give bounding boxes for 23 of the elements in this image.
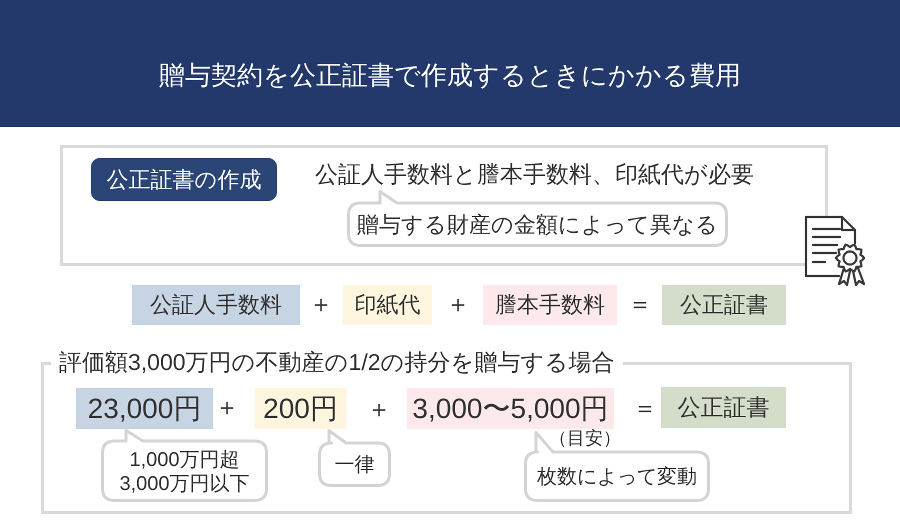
info-panel bbox=[60, 145, 828, 266]
math-operator: ＋ bbox=[367, 398, 391, 422]
panel-heading: 評価額3,000万円の不動産の1/2の持分を贈与する場合 bbox=[51, 348, 623, 377]
speech-bubble: 1,000万円超3,000万円以下 bbox=[101, 429, 268, 502]
math-operator: ＋ bbox=[446, 293, 470, 317]
math-operator: ＝ bbox=[633, 397, 657, 421]
fee-term: 謄本手数料 bbox=[483, 285, 617, 325]
fee-term: 公証人手数料 bbox=[132, 285, 300, 325]
fee-amount: 200円 bbox=[255, 388, 346, 429]
math-operator: ＋ bbox=[309, 293, 333, 317]
total-term: 公正証書 bbox=[661, 387, 786, 428]
total-term: 公正証書 bbox=[662, 285, 786, 325]
math-operator: ＝ bbox=[628, 293, 652, 317]
note-text: （目安） bbox=[549, 429, 621, 447]
math-operator: ＋ bbox=[215, 396, 239, 420]
fee-amount: 23,000円 bbox=[76, 388, 213, 429]
title: 贈与契約を公正証書で作成するときにかかる費用 bbox=[158, 59, 742, 92]
speech-bubble: 贈与する財産の金額によって異なる bbox=[347, 190, 728, 247]
fee-amount: 3,000〜5,000円 bbox=[407, 388, 614, 429]
panel-text: 公証人手数料と謄本手数料、印紙代が必要 bbox=[315, 163, 754, 186]
speech-bubble: 一律 bbox=[318, 429, 391, 487]
fee-term: 印紙代 bbox=[343, 285, 432, 325]
section-badge: 公正証書の作成 bbox=[91, 158, 277, 201]
